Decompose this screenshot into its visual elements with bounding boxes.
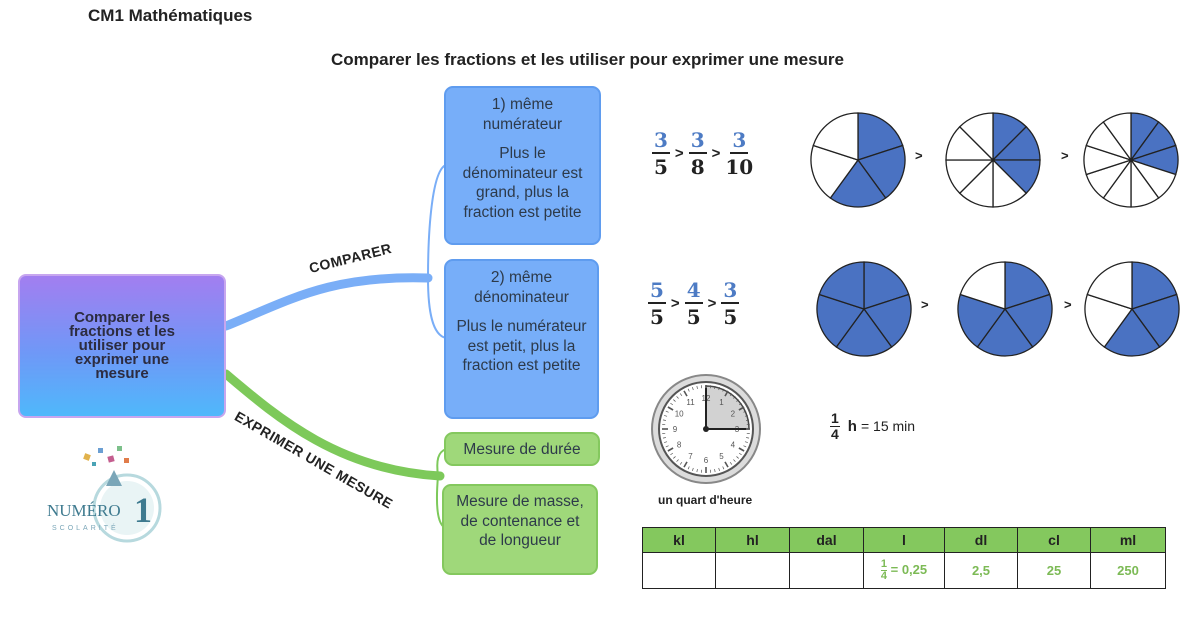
- pie-greater-than: >: [915, 148, 923, 163]
- node-text: Mesure de masse, de contenance et de lon…: [456, 493, 584, 549]
- pie-slice: [810, 144, 860, 199]
- pie-slice: [856, 144, 906, 199]
- page-title: Comparer les fractions et les utiliser p…: [0, 50, 1185, 70]
- pie-slice: [863, 261, 910, 310]
- pie-slice: [857, 112, 904, 161]
- equation-rest: = 15 min: [860, 418, 916, 434]
- clock-number: 9: [673, 425, 678, 434]
- node-same-denominator[interactable]: 2) même dénominateur Plus le numérateur …: [444, 259, 599, 419]
- clock-number: 11: [686, 398, 695, 407]
- pie-slice: [976, 307, 1034, 357]
- clock-caption: un quart d'heure: [658, 493, 753, 507]
- pie-slice: [959, 261, 1006, 310]
- clock-number: 1: [719, 398, 724, 407]
- greater-than: >: [670, 295, 680, 312]
- pie-slice: [958, 112, 994, 162]
- hour-symbol: h: [847, 417, 857, 435]
- clock-icon: 121234567891011: [651, 374, 761, 484]
- pie-slice: [1102, 112, 1132, 163]
- node-mass-volume-length[interactable]: Mesure de masse, de contenance et de lon…: [442, 484, 598, 575]
- pie-greater-than: >: [1061, 148, 1069, 163]
- central-node-text: Comparer les fractions et les utiliser p…: [69, 309, 175, 382]
- table-header: cl: [1017, 527, 1091, 553]
- svg-text:NUMÉRO: NUMÉRO: [47, 501, 121, 520]
- table-header: dl: [944, 527, 1018, 553]
- node-body: Plus le numérateur est petit, plus la fr…: [456, 318, 587, 374]
- greater-than: >: [711, 145, 721, 162]
- table-cell: 25: [1017, 552, 1091, 589]
- clock-number: 8: [677, 441, 682, 450]
- pie-slice: [1084, 293, 1134, 348]
- pie-greater-than: >: [1064, 297, 1072, 312]
- clock-number: 4: [731, 441, 736, 450]
- node-title: 1) même numérateur: [482, 96, 563, 133]
- central-node[interactable]: Comparer les fractions et les utiliser p…: [18, 274, 226, 418]
- clock-number: 6: [704, 456, 709, 465]
- node-duration[interactable]: Mesure de durée: [444, 432, 600, 466]
- svg-text:1: 1: [134, 490, 152, 530]
- pie-slice: [1004, 261, 1051, 310]
- pie-slice: [862, 293, 912, 348]
- clock-number: 7: [688, 452, 693, 461]
- node-title: 2) même dénominateur: [474, 269, 569, 306]
- table-header: l: [863, 527, 945, 553]
- table-header: kl: [642, 527, 716, 553]
- pie-slice: [818, 261, 865, 310]
- pie-slice: [1086, 261, 1133, 310]
- node-same-numerator[interactable]: 1) même numérateur Plus le dénominateur …: [444, 86, 601, 245]
- header-title: CM1 Mathématiques: [88, 6, 253, 25]
- svg-text:SCOLARITÉ: SCOLARITÉ: [52, 523, 119, 532]
- pie-slice: [829, 158, 887, 208]
- pie-slice: [1103, 307, 1161, 357]
- pie-slice: [1131, 261, 1178, 310]
- pie-slice: [1130, 293, 1180, 348]
- clock-number: 2: [731, 410, 736, 419]
- pie-slice: [812, 112, 859, 161]
- table-cell: [789, 552, 864, 589]
- table-cell: [642, 552, 716, 589]
- table-cell: [715, 552, 790, 589]
- table-cell: 2,5: [944, 552, 1018, 589]
- table-header-row: kl hl dal l dl cl ml: [642, 527, 1166, 553]
- numero1-logo: NUMÉRO 1 SCOLARITÉ: [47, 446, 162, 543]
- table-header: ml: [1090, 527, 1166, 553]
- page-title-text: Comparer les fractions et les utiliser p…: [330, 50, 844, 69]
- greater-than: >: [707, 295, 717, 312]
- node-text: Mesure de durée: [463, 441, 581, 458]
- table-header: dal: [789, 527, 864, 553]
- node-body: Plus le dénominateur est grand, plus la …: [462, 145, 583, 221]
- pie-slice: [816, 293, 866, 348]
- clock-number: 5: [719, 452, 724, 461]
- pie-slice: [835, 307, 893, 357]
- pie-greater-than: >: [921, 297, 929, 312]
- pie-slice: [957, 293, 1007, 348]
- pie-slice: [1003, 293, 1053, 348]
- table-cell: 250: [1090, 552, 1166, 589]
- clock-number: 10: [675, 410, 684, 419]
- greater-than: >: [674, 145, 684, 162]
- table-header: hl: [715, 527, 790, 553]
